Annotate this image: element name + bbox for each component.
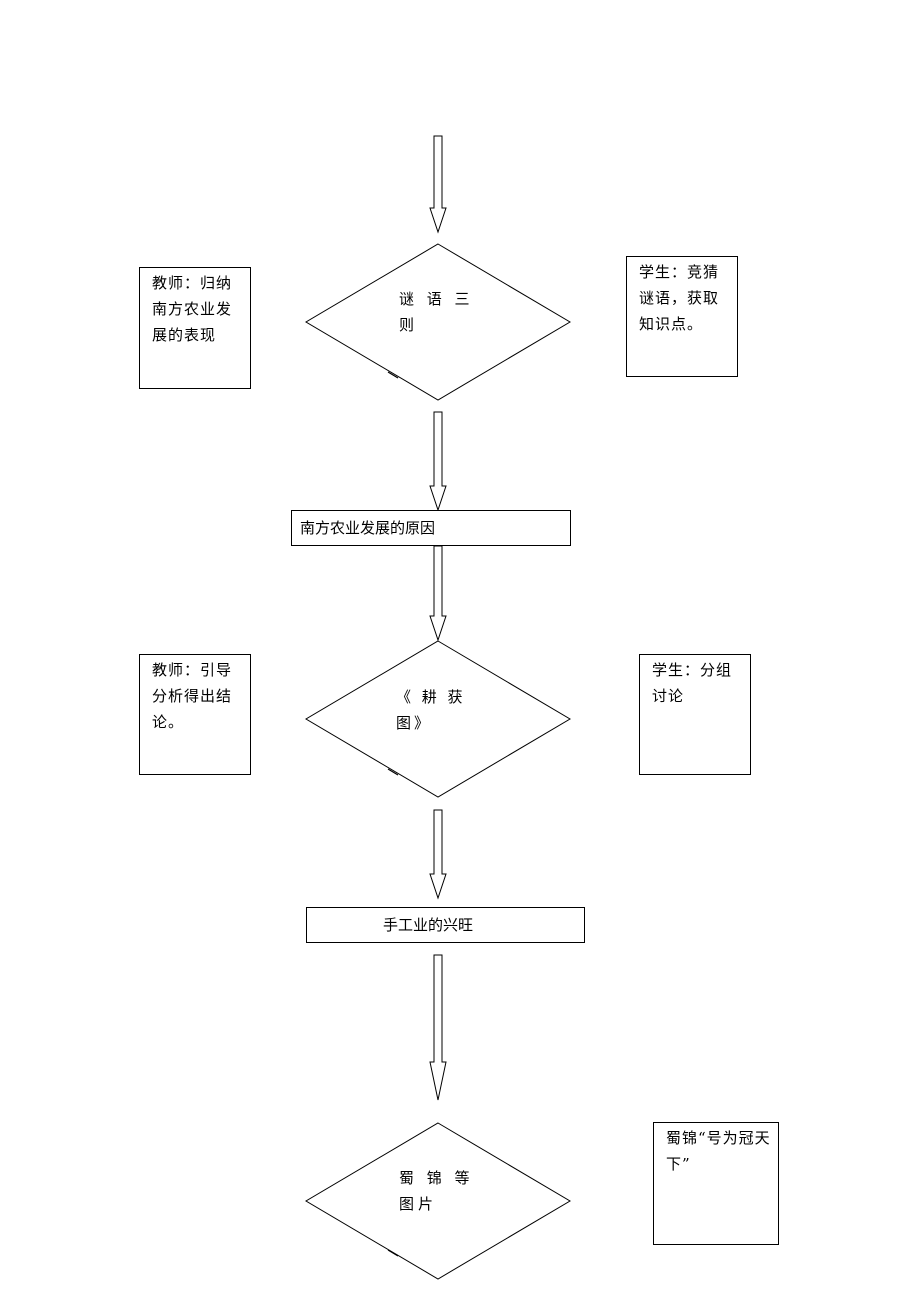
shu-brocade-note: 蜀锦“号为冠天下” [653,1122,779,1245]
arrow-2 [429,411,447,512]
decision-diamond-2 [305,640,571,798]
process-box-handicraft: 手工业的兴旺 [306,907,585,943]
arrow-1 [429,135,447,234]
decision-diamond-3 [305,1122,571,1280]
student-note-1: 学生：竞猜谜语，获取知识点。 [626,256,738,377]
arrow-4 [429,809,447,900]
diamond-3-text: 蜀 锦 等 图片 [399,1169,474,1213]
teacher-note-2: 教师：引导分析得出结论。 [139,654,251,775]
arrow-5 [429,954,447,1101]
teacher-note-1: 教师：归纳南方农业发展的表现 [139,267,251,389]
diamond-1-text: 谜 语 三 则 [399,290,474,334]
student-note-2: 学生：分组讨论 [639,654,751,775]
process-box-reasons: 南方农业发展的原因 [291,510,571,546]
arrow-3 [429,545,447,642]
decision-diamond-1 [305,243,571,401]
diamond-2-text: 《 耕 获 图》 [396,688,474,732]
